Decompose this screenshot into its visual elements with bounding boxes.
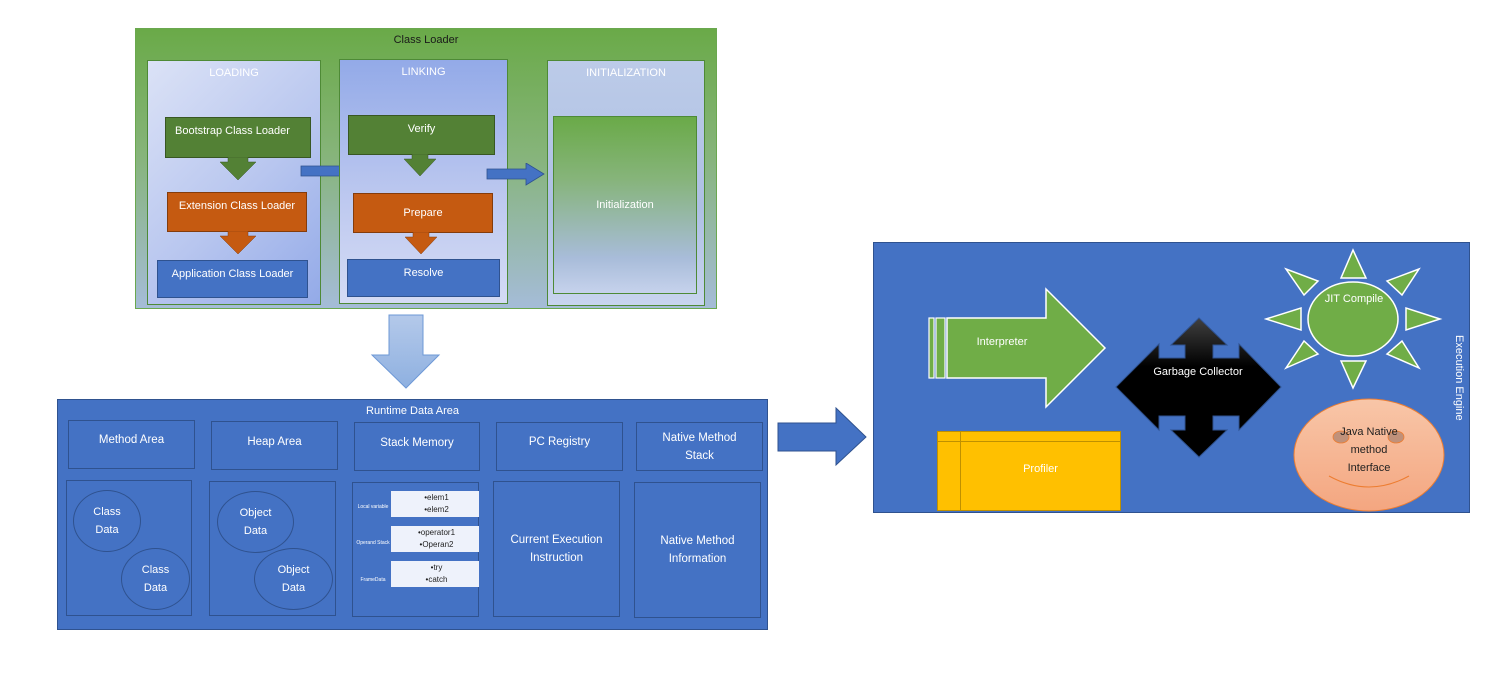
- frame-item: •elem1: [424, 493, 449, 502]
- execution-engine-panel: Execution Engine Interpreter Garbage Col…: [873, 242, 1470, 513]
- down-arrow-icon: [220, 157, 256, 181]
- right-arrow-icon: [486, 163, 545, 186]
- execution-engine-title: Execution Engine: [1453, 335, 1465, 421]
- frame-list: •try •catch: [391, 561, 479, 587]
- frame-list: •elem1 •elem2: [391, 491, 479, 517]
- frame-list: •operator1 •Operan2: [391, 526, 479, 552]
- frame-label: FrameData: [360, 577, 386, 583]
- down-arrow-icon: [405, 232, 437, 255]
- garbage-collector-shape: [1115, 317, 1282, 458]
- frame-item: •catch: [425, 575, 448, 584]
- native-method-stack-header: Native Method Stack: [636, 422, 763, 471]
- initialization-phase: INITIALIZATION Initialization: [547, 60, 705, 306]
- stack-memory-content: Local variable •elem1 •elem2 Operand Sta…: [352, 482, 479, 617]
- profiler-divider: [960, 432, 961, 510]
- runtime-data-area-title: Runtime Data Area: [366, 405, 459, 417]
- garbage-collector-label: Garbage Collector: [1153, 366, 1243, 378]
- frame-item: •operator1: [417, 528, 456, 537]
- class-loader-title: Class Loader: [393, 34, 459, 46]
- class-data-circle: Class Data: [121, 548, 190, 610]
- down-arrow-icon: [404, 154, 436, 177]
- object-data-circle: Object Data: [254, 548, 333, 610]
- frame-item: •Operan2: [419, 540, 454, 549]
- jit-label: JIT Compile: [1324, 293, 1384, 305]
- frame-label: Operand Stack: [356, 540, 390, 546]
- method-area-header: Method Area: [68, 420, 195, 469]
- initialization-step: Initialization: [553, 116, 697, 294]
- resolve-step: Resolve: [347, 259, 500, 297]
- pc-registry-content: Current Execution Instruction: [493, 481, 620, 617]
- jit-sun-shape: [1264, 248, 1443, 390]
- class-loader-panel: Class Loader LOADING Bootstrap Class Loa…: [135, 28, 717, 309]
- pc-registry-header: PC Registry: [496, 422, 623, 471]
- object-data-circle: Object Data: [217, 491, 294, 553]
- initialization-title: INITIALIZATION: [586, 67, 666, 79]
- verify-step: Verify: [348, 115, 495, 155]
- heap-area-header: Heap Area: [211, 421, 338, 470]
- linking-phase: LINKING Verify Prepare Resolve: [339, 59, 508, 304]
- frame-item: •elem2: [424, 505, 449, 514]
- class-data-circle: Class Data: [73, 490, 141, 552]
- jni-face-shape: [1293, 398, 1445, 512]
- down-arrow-icon: [220, 231, 256, 255]
- right-arrow-icon: [777, 407, 867, 467]
- interpreter-label: Interpreter: [976, 336, 1028, 348]
- profiler-divider: [938, 441, 1120, 442]
- runtime-data-area-panel: Runtime Data Area Method Area Heap Area …: [57, 399, 768, 630]
- down-arrow-icon: [370, 314, 441, 389]
- application-class-loader: Application Class Loader: [157, 260, 308, 298]
- loading-phase: LOADING Bootstrap Class Loader Extension…: [147, 60, 321, 305]
- profiler-label: Profiler: [1023, 463, 1058, 475]
- native-method-stack-content: Native Method Information: [634, 482, 761, 618]
- method-area-content: Class Data Class Data: [66, 480, 192, 616]
- loading-title: LOADING: [209, 67, 259, 79]
- frame-item: •try: [430, 563, 443, 572]
- profiler-box: Profiler: [937, 431, 1121, 511]
- bootstrap-class-loader: Bootstrap Class Loader: [165, 117, 311, 158]
- jni-label: Java Native method Interface: [1340, 426, 1398, 474]
- stack-memory-header: Stack Memory: [354, 422, 480, 471]
- linking-title: LINKING: [401, 66, 446, 78]
- frame-label: Local variable: [357, 504, 389, 510]
- prepare-step: Prepare: [353, 193, 493, 233]
- interpreter-arrow: [928, 287, 1107, 409]
- heap-area-content: Object Data Object Data: [209, 481, 336, 616]
- extension-class-loader: Extension Class Loader: [167, 192, 307, 232]
